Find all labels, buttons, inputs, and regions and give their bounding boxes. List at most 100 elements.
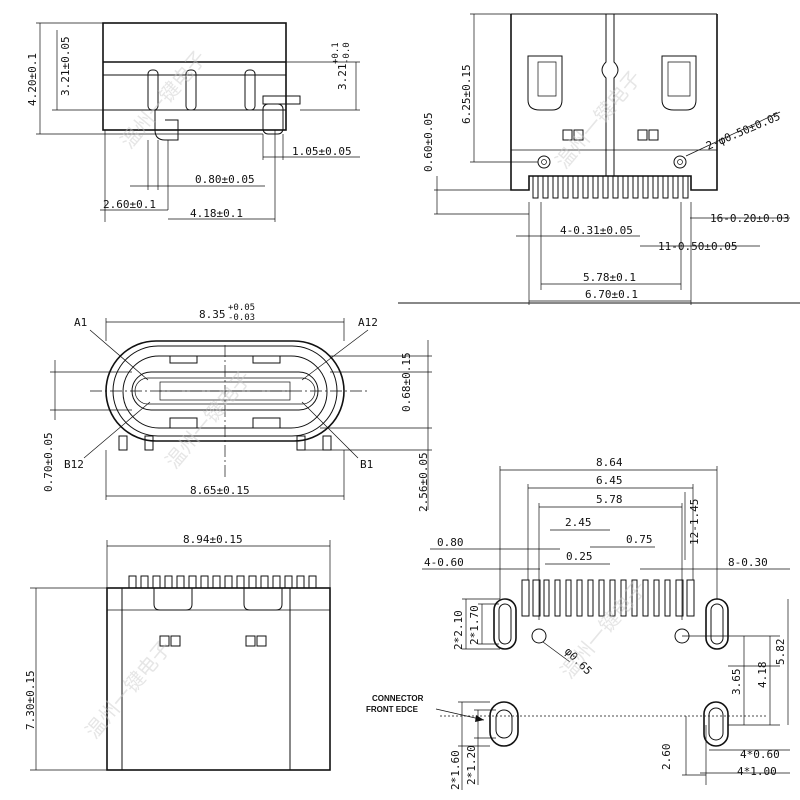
bottom-pin — [200, 575, 209, 589]
pcb-dim-2-170: 2*1.70 — [468, 605, 481, 645]
pcb-dim-582: 5.82 — [774, 639, 787, 666]
top-dim-outer: 6.70±0.1 — [585, 288, 638, 301]
front-dim-right-1: 0.68±0.15 — [400, 352, 413, 412]
pcb-dim-245: 2.45 — [565, 516, 592, 529]
front-label-a1: A1 — [74, 316, 87, 329]
front-dim-left: 0.70±0.05 — [42, 432, 55, 492]
pcb-dim-4x060: 4*0.60 — [740, 748, 780, 761]
side-view: 4.20±0.1 3.21±0.05 3.21 +0.1 -0.0 1.05±0… — [26, 22, 360, 222]
top-pin — [552, 175, 559, 199]
bottom-pin — [272, 575, 281, 589]
side-dim-leg: 0.80±0.05 — [195, 173, 255, 186]
bottom-pin — [284, 575, 293, 589]
bottom-pin — [212, 575, 221, 589]
pcb-pad — [598, 579, 605, 617]
front-dim-top-tol-bot: -0.03 — [228, 313, 255, 323]
pcb-dim-418: 4.18 — [756, 662, 769, 689]
pcb-dim-2-120: 2*1.20 — [465, 745, 478, 785]
pcb-dim-645: 6.45 — [596, 474, 623, 487]
pcb-pads — [521, 579, 695, 617]
pcb-pad — [631, 579, 638, 617]
top-pin — [602, 175, 609, 199]
top-pin — [542, 175, 549, 199]
pcb-dim-2-160: 2*1.60 — [449, 750, 462, 790]
bottom-pin — [296, 575, 305, 589]
top-pin — [562, 175, 569, 199]
top-pin — [672, 175, 679, 199]
top-dim-large-pins: 11-0.50±0.05 — [658, 240, 737, 253]
pcb-pad — [686, 579, 695, 617]
top-dim-inner: 5.78±0.1 — [583, 271, 636, 284]
pcb-pad — [620, 579, 627, 617]
top-pin — [582, 175, 589, 199]
top-dim-pitch-pins: 16-0.20±0.03 — [710, 212, 789, 225]
top-dim-height: 6.25±0.15 — [460, 64, 473, 124]
connector-label-line2: FRONT EDCE — [366, 705, 419, 714]
top-dim-small-pins: 4-0.31±0.05 — [560, 224, 633, 237]
bottom-dim-height: 7.30±0.15 — [24, 670, 37, 730]
pcb-pad — [554, 579, 561, 617]
top-view: 6.25±0.15 0.60±0.05 2-φ0.50±0.05 16-0.20… — [422, 13, 790, 305]
top-dim-hole: 2-φ0.50±0.05 — [704, 110, 782, 153]
top-pin — [642, 175, 649, 199]
watermark-4: 温州一键电子 — [80, 636, 176, 743]
pcb-dim-12-145: 12-1.45 — [688, 499, 701, 545]
bottom-pin — [140, 575, 149, 589]
pcb-pad — [543, 579, 550, 617]
pcb-layout: 8.64 6.45 5.78 2.45 12-1.45 0.80 0.75 0.… — [366, 456, 790, 790]
pcb-dim-8-030: 8-0.30 — [728, 556, 768, 569]
side-dim-tab: 1.05±0.05 — [292, 145, 352, 158]
pcb-pad — [576, 579, 583, 617]
pcb-dim-578: 5.78 — [596, 493, 623, 506]
side-dim-height-total: 4.20±0.1 — [26, 53, 39, 106]
bottom-pin — [152, 575, 161, 589]
pcb-dim-4x100: 4*1.00 — [737, 765, 777, 778]
front-label-a12: A12 — [358, 316, 378, 329]
side-dim-right-tol-bot: -0.0 — [342, 42, 352, 64]
top-pin — [572, 175, 579, 199]
top-dim-offset: 0.60±0.05 — [422, 112, 435, 172]
bottom-dim-width: 8.94±0.15 — [183, 533, 243, 546]
pcb-dim-864: 8.64 — [596, 456, 623, 469]
connector-label-line1: CONNECTOR — [372, 694, 424, 703]
pcb-dim-2-210: 2*2.10 — [452, 610, 465, 650]
top-pin — [652, 175, 659, 199]
pcb-dim-080: 0.80 — [437, 536, 464, 549]
watermark-2: 温州一键电子 — [550, 66, 646, 173]
front-dim-bottom: 8.65±0.15 — [190, 484, 250, 497]
pcb-pad — [664, 579, 671, 617]
bottom-view-pins — [128, 575, 317, 589]
top-pin — [612, 175, 619, 199]
front-label-b1: B1 — [360, 458, 373, 471]
front-label-b12: B12 — [64, 458, 84, 471]
bottom-pin — [128, 575, 137, 589]
pcb-pad — [532, 579, 541, 617]
side-dim-span: 4.18±0.1 — [190, 207, 243, 220]
pcb-dim-4-060: 4-0.60 — [424, 556, 464, 569]
side-dim-left: 2.60±0.1 — [103, 198, 156, 211]
front-dim-top-base: 8.35 — [199, 308, 226, 321]
side-dim-right-base: 3.21 — [336, 64, 349, 91]
top-pin — [662, 175, 669, 199]
top-pin — [632, 175, 639, 199]
pcb-dim-260: 2.60 — [660, 744, 673, 771]
bottom-pin — [308, 575, 317, 589]
watermark-5: 温州一键电子 — [555, 576, 651, 683]
side-dim-right-tol-top: +0.1 — [331, 42, 341, 64]
pcb-pad — [609, 579, 616, 617]
pcb-dim-075: 0.75 — [626, 533, 653, 546]
pcb-dim-365: 3.65 — [730, 669, 743, 696]
top-pin — [532, 175, 539, 199]
pcb-pad — [521, 579, 530, 617]
top-pin — [622, 175, 629, 199]
pcb-pad — [587, 579, 594, 617]
bottom-pin — [164, 575, 173, 589]
bottom-pin — [260, 575, 269, 589]
bottom-pin — [188, 575, 197, 589]
pcb-pad — [653, 579, 660, 617]
bottom-pin — [224, 575, 233, 589]
side-dim-height-body: 3.21±0.05 — [59, 36, 72, 96]
top-pin — [592, 175, 599, 199]
